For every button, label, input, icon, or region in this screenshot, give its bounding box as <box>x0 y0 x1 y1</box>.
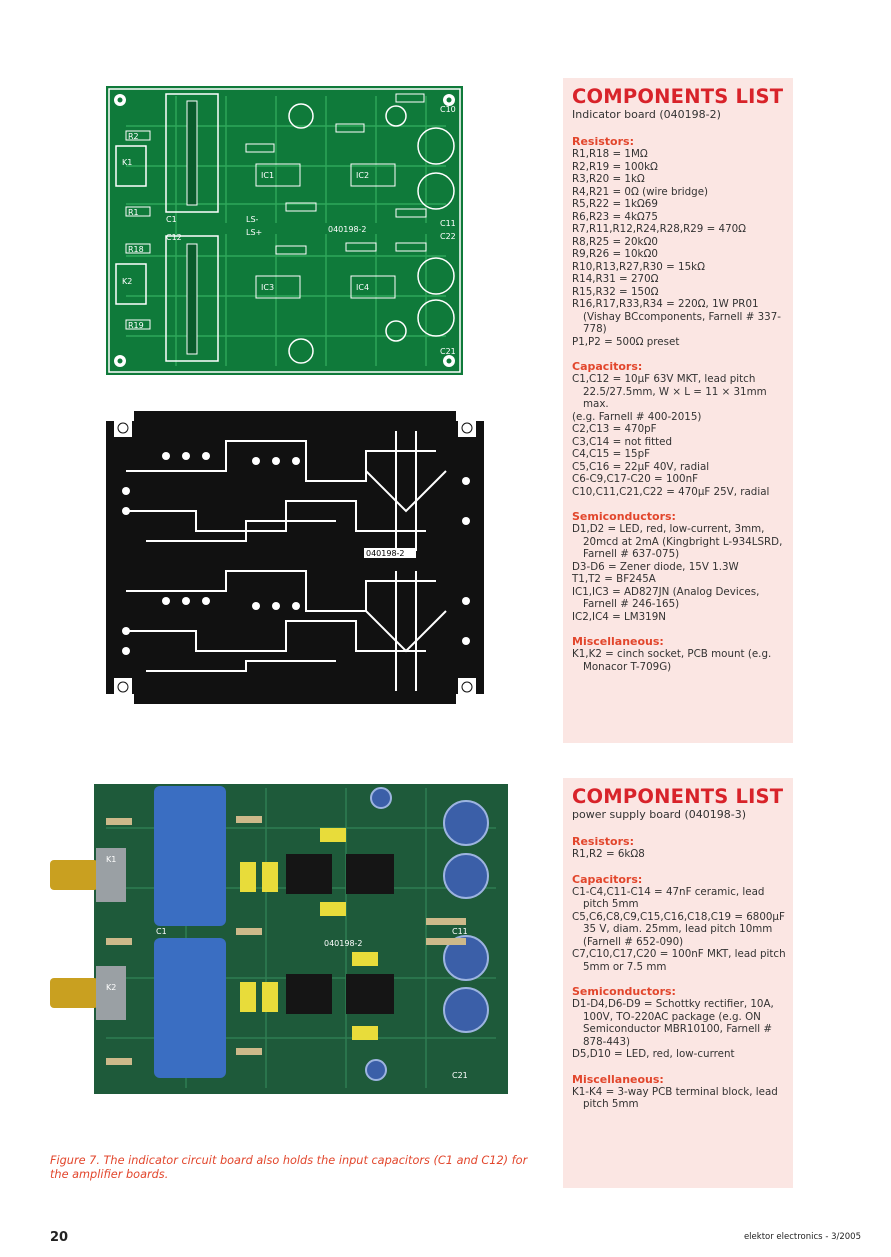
part-item: D1-D4,D6-D9 = Schottky rectifier, 10A, 1… <box>572 998 774 1048</box>
photo-label-c1: C1 <box>156 927 167 936</box>
section-heading: Miscellaneous: <box>572 1072 664 1086</box>
figure-caption: Figure 7. The indicator circuit board al… <box>50 1154 528 1181</box>
pcb-label-r18: R18 <box>128 245 144 254</box>
part-item: C7,C10,C17,C20 = 100nF MKT, lead pitch 5… <box>572 948 786 973</box>
section-heading: Miscellaneous: <box>572 635 664 648</box>
part-item: IC2,IC4 = LM319N <box>572 610 666 623</box>
parts-list: D1-D4,D6-D9 = Schottky rectifier, 10A, 1… <box>572 998 793 1061</box>
section-heading: Capacitors: <box>572 360 643 373</box>
components-list-subtitle: power supply board (040198-3) <box>572 808 747 821</box>
part-item: D3-D6 = Zener diode, 15V 1.3W <box>572 560 739 573</box>
part-item: R8,R25 = 20kΩ0 <box>572 235 658 248</box>
part-item: C1-C4,C11-C14 = 47nF ceramic, lead pitch… <box>572 885 765 911</box>
pcb-label-c1: C1 <box>166 215 177 224</box>
part-item: K1-K4 = 3-way PCB terminal block, lead p… <box>572 1085 778 1111</box>
pcb-component-layout-drawing: 040198-2 K1 K2 R2 R1 R18 R19 C1 C12 IC1 … <box>106 86 463 375</box>
pcb-label-c22: C22 <box>440 232 456 241</box>
part-item: IC1,IC3 = AD827JN (Analog Devices, Farne… <box>572 585 760 611</box>
pcb-label-ic4: IC4 <box>356 283 369 292</box>
part-item: R5,R22 = 1kΩ69 <box>572 198 658 210</box>
part-item: D5,D10 = LED, red, low-current <box>572 1048 735 1060</box>
part-item: K1,K2 = cinch socket, PCB mount (e.g. Mo… <box>572 648 772 673</box>
pcb-copper-layout: 040198-2 <box>106 411 484 704</box>
parts-list: C1,C12 = 10µF 63V MKT, lead pitch 22.5/2… <box>572 373 793 498</box>
components-list-title: COMPONENTS LIST <box>572 85 784 108</box>
part-item: R15,R32 = 150Ω <box>572 285 659 298</box>
part-item: (e.g. Farnell # 400-2015) <box>572 410 702 423</box>
pcb-label-ic1: IC1 <box>261 171 274 180</box>
pcb-photo: 040198-2 K1 K2 C1 C11 C21 <box>46 778 512 1098</box>
pcb-label-ic2: IC2 <box>356 171 369 180</box>
part-item: C3,C14 = not fitted <box>572 435 673 448</box>
photo-label-c21: C21 <box>452 1071 468 1080</box>
photo-board-code: 040198-2 <box>324 939 363 948</box>
section-heading: Resistors: <box>572 835 634 848</box>
part-item: R4,R21 = 0Ω (wire bridge) <box>572 185 709 198</box>
pcb-label-c10: C10 <box>440 105 456 114</box>
section-heading: Resistors: <box>572 135 634 148</box>
section-heading: Semiconductors: <box>572 985 676 998</box>
components-list-power-supply: COMPONENTS LIST power supply board (0401… <box>563 778 793 1188</box>
parts-list: K1-K4 = 3-way PCB terminal block, lead p… <box>572 1086 793 1111</box>
section-heading: Semiconductors: <box>572 510 676 523</box>
part-item: R1,R18 = 1MΩ <box>572 148 648 160</box>
parts-list: D1,D2 = LED, red, low-current, 3mm, 20mc… <box>572 523 793 623</box>
part-item: R7,R11,R12,R24,R28,R29 = 470Ω <box>572 223 747 235</box>
part-item: C4,C15 = 15pF <box>572 448 651 460</box>
parts-list: R1,R2 = 6kΩ8 <box>572 848 793 861</box>
pcb-photo-drawing: 040198-2 K1 K2 C1 C11 C21 <box>46 778 512 1098</box>
pcb-component-layout: 040198-2 K1 K2 R2 R1 R18 R19 C1 C12 IC1 … <box>106 86 463 375</box>
components-list-subtitle: Indicator board (040198-2) <box>572 108 721 121</box>
pcb-label-c11: C11 <box>440 219 456 228</box>
parts-list: K1,K2 = cinch socket, PCB mount (e.g. Mo… <box>572 648 793 673</box>
pcb-label-r2: R2 <box>128 132 139 141</box>
part-item: R6,R23 = 4kΩ75 <box>572 210 658 223</box>
pcb-label-k2: K2 <box>122 277 132 286</box>
components-list-indicator: COMPONENTS LIST Indicator board (040198-… <box>563 78 793 743</box>
part-item: C6-C9,C17-C20 = 100nF <box>572 473 699 485</box>
pcb-copper-layout-drawing: 040198-2 <box>106 411 484 704</box>
pcb-label-r1: R1 <box>128 208 139 217</box>
part-item: C1,C12 = 10µF 63V MKT, lead pitch 22.5/2… <box>572 373 767 410</box>
part-item: C2,C13 = 470pF <box>572 423 657 435</box>
page-number: 20 <box>50 1230 69 1245</box>
pcb-copper-board-code: 040198-2 <box>366 549 405 558</box>
part-item: R1,R2 = 6kΩ8 <box>572 848 645 860</box>
parts-list: C1-C4,C11-C14 = 47nF ceramic, lead pitch… <box>572 886 793 974</box>
pcb-label-ls-plus: LS+ <box>246 228 262 237</box>
footer-publication: elektor electronics - 3/2005 <box>743 1232 861 1242</box>
section-heading: Capacitors: <box>572 872 643 886</box>
pcb-label-ic3: IC3 <box>261 283 274 292</box>
part-item: C5,C6,C8,C9,C15,C16,C18,C19 = 6800µF 35 … <box>572 910 785 948</box>
pcb-board-code: 040198-2 <box>328 225 367 234</box>
pcb-label-k1: K1 <box>122 158 132 167</box>
pcb-label-ls-minus: LS- <box>246 215 259 224</box>
pcb-label-r19: R19 <box>128 321 144 330</box>
part-item: R14,R31 = 270Ω <box>572 273 659 285</box>
part-item: P1,P2 = 500Ω preset <box>572 335 680 348</box>
pcb-label-c21: C21 <box>440 347 456 356</box>
part-item: C10,C11,C21,C22 = 470µF 25V, radial <box>572 485 770 498</box>
photo-label-c11: C11 <box>452 927 468 936</box>
part-item: R3,R20 = 1kΩ <box>572 173 645 185</box>
part-item: R2,R19 = 100kΩ <box>572 160 658 173</box>
part-item: R9,R26 = 10kΩ0 <box>572 248 658 260</box>
part-item: D1,D2 = LED, red, low-current, 3mm, 20mc… <box>572 523 783 560</box>
part-item: R10,R13,R27,R30 = 15kΩ <box>572 260 705 273</box>
part-item: T1,T2 = BF245A <box>572 573 656 585</box>
part-item: R16,R17,R33,R34 = 220Ω, 1W PR01 (Vishay … <box>572 298 781 335</box>
photo-label-k2: K2 <box>106 983 116 992</box>
part-item: C5,C16 = 22µF 40V, radial <box>572 460 710 473</box>
photo-label-k1: K1 <box>106 855 116 864</box>
components-list-title: COMPONENTS LIST <box>572 785 784 808</box>
pcb-label-c12: C12 <box>166 233 182 242</box>
